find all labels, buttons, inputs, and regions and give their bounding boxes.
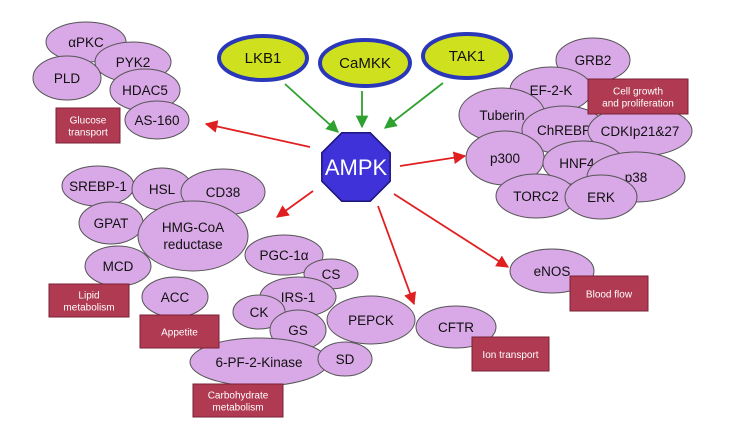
target-label-ck: CK: [250, 305, 269, 320]
target-label-enos: eNOS: [534, 264, 571, 279]
target-label-p300: p300: [490, 151, 520, 166]
arrows-layer: [204, 82, 510, 306]
target-arrow-3: [275, 190, 314, 218]
target-label-sd: SD: [336, 352, 355, 367]
target-label-cftr: CFTR: [438, 320, 474, 335]
target-node-pf2k: 6-PF-2-Kinase: [189, 337, 329, 387]
upstream-node-tak1: TAK1: [421, 32, 513, 80]
target-node-pepck: PEPCK: [326, 295, 416, 345]
target-label-acc: ACC: [161, 290, 190, 305]
target-label-cd38: CD38: [206, 185, 241, 200]
target-label-torc2: TORC2: [513, 189, 559, 204]
target-label-pepck: PEPCK: [348, 313, 394, 328]
target-node-acc: ACC: [141, 276, 209, 318]
category-box-iontransport: Ion transport: [471, 336, 550, 372]
target-label-mcd: MCD: [103, 259, 134, 274]
upstream-node-lkb1: LKB1: [217, 34, 309, 82]
target-label-cdki: CDKIp21&27: [601, 124, 680, 139]
center-layer: AMPK: [321, 132, 391, 202]
target-node-pgc1a: PGC-1α: [244, 234, 324, 276]
target-arrow-1: [204, 120, 311, 148]
target-label-irs1: IRS-1: [281, 290, 316, 305]
target-label-p38: p38: [625, 170, 648, 185]
target-node-gpat: GPAT: [78, 201, 144, 245]
target-label-tuberin: Tuberin: [479, 108, 524, 123]
target-label-apkc: αPKC: [68, 35, 104, 50]
target-node-sd: SD: [317, 341, 373, 377]
target-label-pf2k: 6-PF-2-Kinase: [215, 355, 302, 370]
activation-arrow-tak1: [384, 82, 444, 129]
upstream-node-camkk: CaMKK: [318, 38, 412, 88]
ampk-label: AMPK: [325, 155, 388, 180]
target-label-as160: AS-160: [134, 113, 179, 128]
upstream-label-camkk: CaMKK: [339, 55, 391, 72]
target-node-torc2: TORC2: [495, 173, 577, 219]
target-label-grb2: GRB2: [575, 53, 612, 68]
target-node-as160: AS-160: [124, 100, 190, 140]
category-box-bloodflow: Blood flow: [569, 275, 649, 312]
target-label-hdac5: HDAC5: [122, 83, 168, 98]
target-label-gs: GS: [288, 323, 308, 338]
target-label-chrebp: ChREBP: [537, 123, 591, 138]
target-label-cs: CS: [322, 267, 341, 282]
activation-arrow-lkb1: [284, 83, 339, 133]
target-node-hsl: HSL: [131, 167, 193, 211]
upstream-label-tak1: TAK1: [449, 48, 485, 65]
target-arrow-5: [377, 205, 417, 306]
category-label-appetite: Appetite: [161, 328, 198, 339]
ampk-center-node: AMPK: [321, 132, 391, 202]
target-label-pgc1a: PGC-1α: [259, 248, 308, 263]
target-label-pld: PLD: [54, 71, 81, 86]
target-arrow-4: [393, 193, 510, 268]
target-node-erk: ERK: [564, 174, 638, 220]
target-label-pyk2: PYK2: [116, 55, 151, 70]
target-node-srebp1: SREBP-1: [61, 165, 135, 207]
target-node-mcd: MCD: [84, 245, 152, 287]
target-node-hdac5: HDAC5: [109, 68, 181, 112]
upstream-label-lkb1: LKB1: [245, 50, 282, 67]
target-label-ef2k: EF-2-K: [530, 83, 573, 98]
category-box-appetite: Appetite: [139, 314, 220, 349]
category-label-iontransport: Ion transport: [482, 350, 538, 361]
target-node-cdki: CDKIp21&27: [587, 105, 693, 157]
target-label-erk: ERK: [587, 190, 615, 205]
target-node-pld: PLD: [32, 55, 102, 101]
target-label-srebp1: SREBP-1: [69, 179, 127, 194]
category-label-bloodflow: Blood flow: [586, 290, 633, 301]
target-label-gpat: GPAT: [94, 216, 129, 231]
target-arrow-2: [399, 151, 467, 167]
target-label-hsl: HSL: [149, 182, 176, 197]
